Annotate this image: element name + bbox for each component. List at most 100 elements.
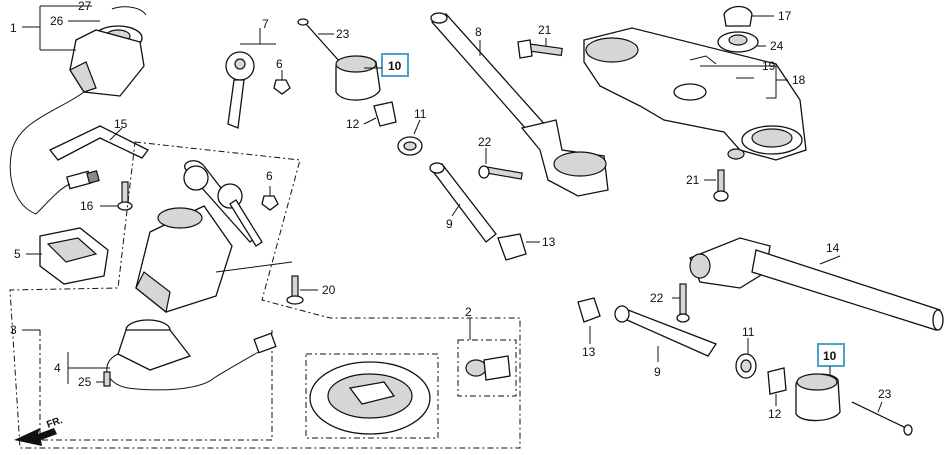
connector-tip xyxy=(86,170,100,184)
leader-15 xyxy=(109,127,123,141)
switch-side xyxy=(69,61,97,93)
bolt-21-right xyxy=(713,169,729,202)
callout-6a: 6 xyxy=(276,57,283,71)
callout-7: 7 xyxy=(262,17,269,31)
bar-14-clamp-hole xyxy=(689,253,711,279)
callout-9a: 9 xyxy=(446,217,453,231)
callout-26: 26 xyxy=(50,14,64,28)
callout-13a: 13 xyxy=(542,235,556,249)
clip-12-left xyxy=(373,101,397,127)
fr-arrow-icon xyxy=(14,428,57,446)
collar-11-right-hole xyxy=(740,359,752,373)
cap-17 xyxy=(723,5,753,27)
leader-23b xyxy=(877,401,883,413)
lock-side xyxy=(135,271,171,314)
key-7-hole xyxy=(234,58,246,70)
bolt-22-left-head xyxy=(478,165,490,179)
key-7 xyxy=(225,51,291,129)
callout-19: 19 xyxy=(762,59,776,73)
left-handlebar-parts xyxy=(297,18,527,261)
callout-16: 16 xyxy=(80,199,94,213)
callout-10b: 10 xyxy=(823,349,837,363)
bolt-21-top-head xyxy=(517,39,533,59)
bar-14-tube xyxy=(751,249,941,331)
highlight-boxes xyxy=(381,53,845,367)
bolt-21-right-head xyxy=(713,190,729,202)
collar-11-left-hole xyxy=(403,141,417,151)
callout-18: 18 xyxy=(792,73,806,87)
lock-top xyxy=(157,207,203,229)
callout-2: 2 xyxy=(465,305,472,319)
callout-23a: 23 xyxy=(336,27,350,41)
callout-5: 5 xyxy=(14,247,21,261)
callout-22b: 22 xyxy=(650,291,664,305)
steering-nut xyxy=(717,5,759,53)
callout-17: 17 xyxy=(778,9,792,23)
key-7-blade xyxy=(227,79,245,129)
clip-12-right xyxy=(767,367,787,395)
bolt-23-left-inner xyxy=(305,23,341,63)
bolt-16 xyxy=(121,181,129,205)
top-bridge-18 xyxy=(583,27,807,161)
callout-12b: 12 xyxy=(768,407,782,421)
bolt-22-right xyxy=(679,283,687,315)
handlebar-14 xyxy=(689,237,944,331)
sensor-wire xyxy=(106,353,215,391)
bolt-23-right-head xyxy=(903,424,913,436)
callout-11a: 11 xyxy=(414,107,427,121)
bolt-25 xyxy=(103,371,111,387)
handlebar-8 xyxy=(430,12,609,197)
fuel-cap-lock xyxy=(305,339,517,439)
leader-lines xyxy=(22,5,883,413)
bridge-pin xyxy=(727,148,745,160)
callout-10a: 10 xyxy=(388,59,402,73)
callout-labels: 27 26 1 7 6 15 16 5 3 4 25 6 20 2 23 10 … xyxy=(10,0,892,421)
gear-13-left xyxy=(497,233,527,261)
callout-27: 27 xyxy=(78,0,92,13)
lock-2-barrel xyxy=(465,359,487,377)
bolt-21-top xyxy=(517,39,563,59)
right-handlebar-parts xyxy=(577,283,913,436)
shaft-9-left-end xyxy=(429,162,445,174)
fr-text: FR. xyxy=(45,415,64,431)
callout-3: 3 xyxy=(10,323,17,337)
bar-8-end xyxy=(430,12,448,24)
weight-10-right-face xyxy=(796,373,838,391)
bridge-emblem xyxy=(689,55,717,65)
lock-2-body xyxy=(483,355,511,381)
bolt-22-right-head xyxy=(676,313,690,323)
shaft-9-right-end xyxy=(614,305,630,323)
nut-24-hole xyxy=(728,34,748,46)
bolt-23-right-inner xyxy=(851,401,907,429)
bar-8-clamp-hole xyxy=(553,151,607,177)
callout-12a: 12 xyxy=(346,117,360,131)
inner-outline xyxy=(39,330,273,441)
holder-5-top xyxy=(46,237,98,263)
gear-13-right xyxy=(577,297,601,323)
key-head-a xyxy=(183,165,209,191)
ignition-switch-assembly xyxy=(9,6,149,285)
sensor-4-assembly xyxy=(103,319,277,391)
callout-1: 1 xyxy=(10,21,17,35)
ring-27-shape xyxy=(111,6,147,16)
key-set-and-lock xyxy=(135,160,304,314)
sensor-connector xyxy=(253,332,277,354)
callout-25: 25 xyxy=(78,375,92,389)
callout-21b: 21 xyxy=(686,173,700,187)
callout-14: 14 xyxy=(826,241,840,255)
bridge-center-boss xyxy=(673,83,707,101)
wire-to-connector xyxy=(35,183,71,215)
weight-10-left-face xyxy=(335,55,377,73)
callout-6b: 6 xyxy=(266,169,273,183)
callout-22a: 22 xyxy=(478,135,492,149)
bolt-20-head xyxy=(286,295,304,305)
bracket-1 xyxy=(22,6,41,50)
highlight-10-top xyxy=(381,53,409,77)
cap-box xyxy=(305,353,439,439)
bolt-16-head xyxy=(117,201,133,211)
callout-13b: 13 xyxy=(582,345,596,359)
callout-23b: 23 xyxy=(878,387,892,401)
bridge-right-hole xyxy=(751,128,793,148)
